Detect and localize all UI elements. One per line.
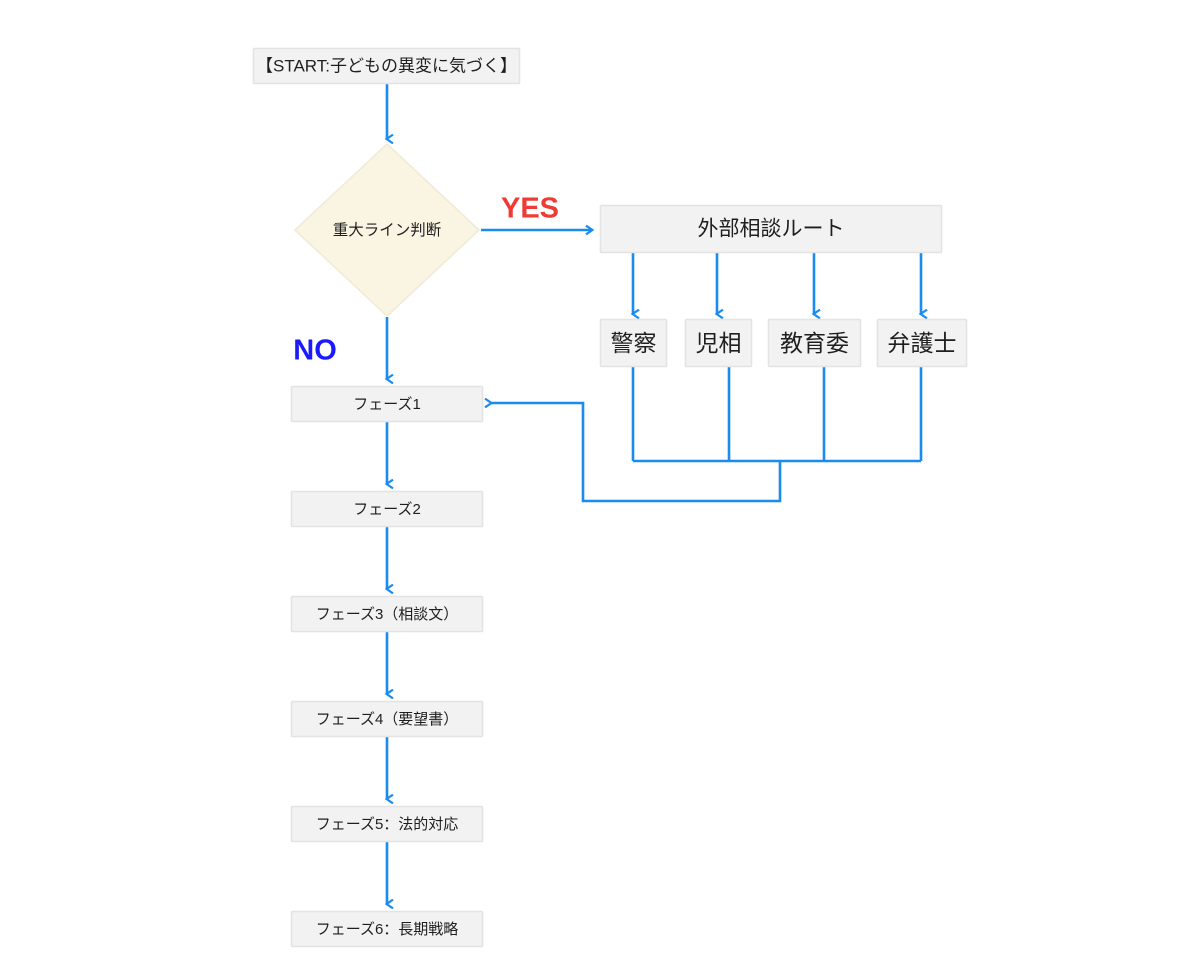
node-phase-4[interactable]: フェーズ4（要望書）: [290, 700, 484, 738]
node-phase-3[interactable]: フェーズ3（相談文）: [290, 595, 484, 633]
node-start[interactable]: 【START:子どもの異変に気づく】: [252, 47, 521, 85]
node-phase-2[interactable]: フェーズ2: [290, 490, 484, 528]
node-agency-child-consultation-label: 児相: [696, 330, 742, 356]
node-phase-2-label: フェーズ2: [353, 501, 421, 518]
branch-label-no: NO: [293, 335, 337, 367]
node-phase-5[interactable]: フェーズ5：法的対応: [290, 805, 484, 843]
node-phase-5-label: フェーズ5：法的対応: [316, 816, 459, 833]
node-agency-police[interactable]: 警察: [599, 318, 668, 368]
node-phase-1-label: フェーズ1: [353, 396, 421, 413]
node-phase-6[interactable]: フェーズ6：長期戦略: [290, 910, 484, 948]
node-start-label: 【START:子どもの異変に気づく】: [256, 56, 517, 75]
node-agency-police-label: 警察: [611, 330, 657, 356]
branch-label-yes: YES: [501, 193, 559, 225]
node-phase-4-label: フェーズ4（要望書）: [316, 711, 459, 728]
node-agency-board-of-education[interactable]: 教育委: [767, 318, 862, 368]
node-agency-board-of-education-label: 教育委: [780, 330, 849, 356]
edge-feedback-to-phase1: [491, 403, 782, 503]
node-phase-3-label: フェーズ3（相談文）: [316, 606, 459, 623]
node-external-route[interactable]: 外部相談ルート: [599, 204, 943, 254]
node-decision-label: 重大ライン判断: [333, 221, 442, 239]
node-external-route-label: 外部相談ルート: [698, 218, 845, 241]
node-phase-6-label: フェーズ6：長期戦略: [316, 921, 459, 938]
node-phase-1[interactable]: フェーズ1: [290, 385, 484, 423]
node-agency-child-consultation[interactable]: 児相: [684, 318, 753, 368]
node-agency-lawyer-label: 弁護士: [888, 330, 957, 356]
node-agency-lawyer[interactable]: 弁護士: [876, 318, 968, 368]
node-decision[interactable]: 重大ライン判断: [293, 142, 481, 318]
